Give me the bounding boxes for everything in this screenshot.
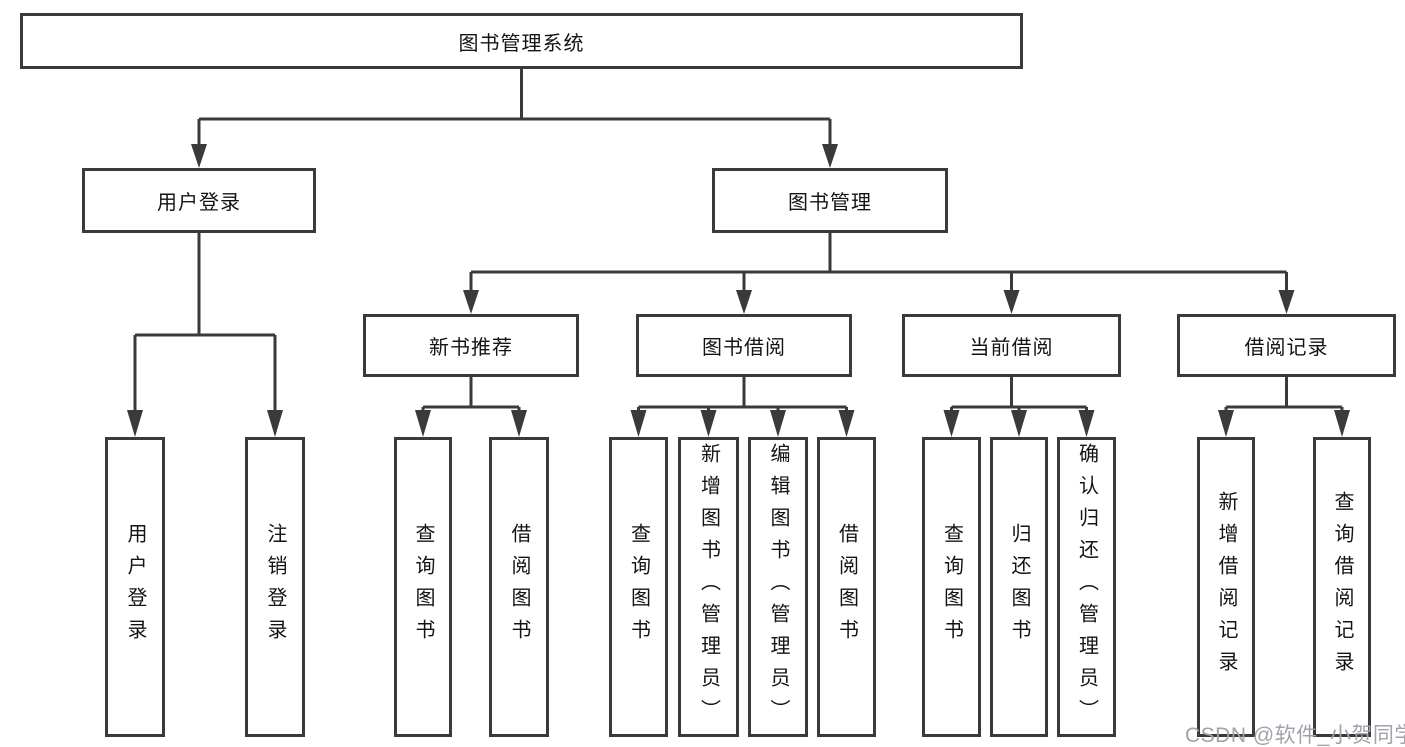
leaf-logout-label: 注销登录: [264, 523, 286, 651]
node-book-management-label: 图书管理: [788, 192, 872, 214]
leaf-return-book: 归还图书: [990, 437, 1048, 737]
node-borrow-record-label: 借阅记录: [1244, 337, 1329, 359]
leaf-query-borrow-record-label: 查询借阅记录: [1331, 491, 1353, 683]
connector-borrowrecord-to-leaves: [1224, 377, 1344, 413]
leaf-borrow-book-2: 借阅图书: [817, 437, 876, 737]
node-user-login-label: 用户登录: [157, 192, 241, 214]
leaf-add-borrow-record-label: 新增借阅记录: [1215, 491, 1237, 683]
leaf-add-book-admin-label: 新增图书（管理员）: [697, 443, 720, 731]
leaf-add-borrow-record: 新增借阅记录: [1197, 437, 1255, 737]
connector-currentborrow-to-leaves: [950, 377, 1088, 413]
csdn-watermark: CSDN @软件_小贺同学: [1185, 724, 1405, 747]
leaf-logout: 注销登录: [245, 437, 305, 737]
leaf-user-login-label: 用户登录: [124, 523, 146, 651]
node-current-borrow: 当前借阅: [902, 314, 1121, 377]
leaf-borrow-book-1-label: 借阅图书: [508, 523, 530, 651]
node-new-book-recommend: 新书推荐: [363, 314, 579, 377]
leaf-confirm-return-admin: 确认归还（管理员）: [1057, 437, 1116, 737]
leaf-query-book-3-label: 查询图书: [940, 523, 963, 651]
leaf-return-book-label: 归还图书: [1008, 523, 1030, 651]
node-book-management: 图书管理: [712, 168, 948, 233]
node-new-book-recommend-label: 新书推荐: [429, 337, 513, 359]
leaf-query-book-3: 查询图书: [922, 437, 981, 737]
leaf-borrow-book-2-label: 借阅图书: [835, 523, 858, 651]
connector-root-to-level2: [197, 69, 832, 146]
leaf-query-book-2-label: 查询图书: [627, 523, 650, 651]
arrowhead-icons: [127, 144, 1350, 437]
node-root-system-label: 图书管理系统: [458, 32, 585, 55]
node-user-login: 用户登录: [82, 168, 316, 233]
connector-newbook-to-leaves: [421, 377, 521, 413]
leaf-query-borrow-record: 查询借阅记录: [1313, 437, 1371, 737]
leaf-confirm-return-admin-label: 确认归还（管理员）: [1075, 443, 1098, 731]
node-current-borrow-label: 当前借阅: [969, 337, 1054, 359]
leaf-edit-book-admin: 编辑图书（管理员）: [748, 437, 808, 737]
leaf-borrow-book-1: 借阅图书: [489, 437, 549, 737]
leaf-query-book-1-label: 查询图书: [412, 523, 434, 651]
leaf-query-book-1: 查询图书: [394, 437, 452, 737]
connector-bookborrow-to-leaves: [637, 377, 848, 413]
node-book-borrow: 图书借阅: [636, 314, 852, 377]
leaf-add-book-admin: 新增图书（管理员）: [678, 437, 739, 737]
node-borrow-record: 借阅记录: [1177, 314, 1396, 377]
leaf-query-book-2: 查询图书: [609, 437, 668, 737]
leaf-edit-book-admin-label: 编辑图书（管理员）: [767, 443, 789, 731]
connector-userlogin-to-leaves: [133, 233, 277, 412]
leaf-user-login: 用户登录: [105, 437, 165, 737]
node-book-borrow-label: 图书借阅: [702, 337, 786, 359]
node-root-system: 图书管理系统: [20, 13, 1023, 69]
connector-bookmgmt-to-level3: [469, 233, 1288, 292]
